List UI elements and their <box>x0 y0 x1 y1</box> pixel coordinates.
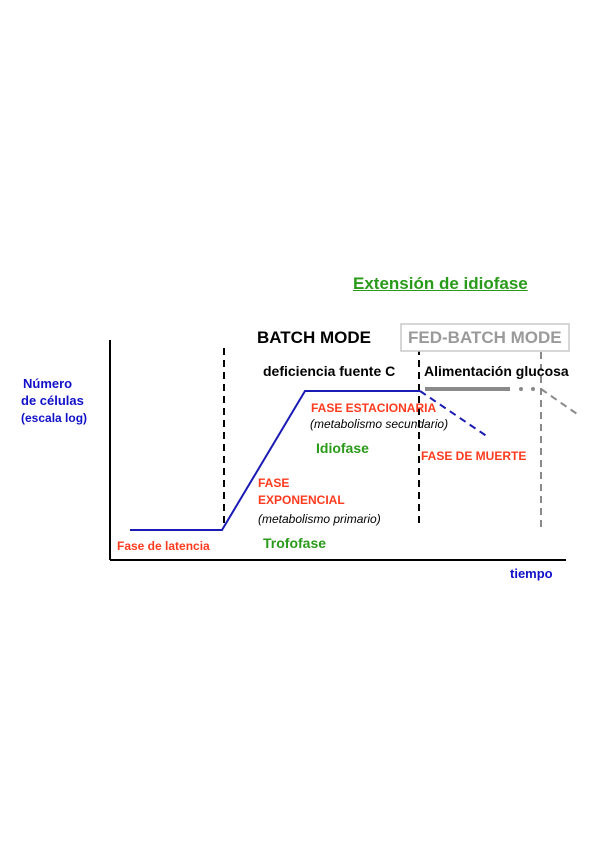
primary-metabolism-label: (metabolismo primario) <box>258 512 381 526</box>
extension-dot <box>519 387 523 391</box>
glucose-feeding-label: Alimentación glucosa <box>424 363 569 379</box>
extension-dot <box>531 387 535 391</box>
fed-batch-mode-label: FED-BATCH MODE <box>408 328 562 347</box>
trophophase-label: Trofofase <box>263 535 327 551</box>
batch-mode-label: BATCH MODE <box>257 328 371 347</box>
y-axis-label-line2: de células <box>21 393 84 408</box>
growth-curve <box>130 390 420 531</box>
carbon-deficiency-label: deficiencia fuente C <box>263 363 396 379</box>
death-phase-label: FASE DE MUERTE <box>421 449 527 463</box>
x-axis-label: tiempo <box>510 566 553 581</box>
death-curve <box>419 390 489 438</box>
y-axis-label-line3: (escala log) <box>21 411 88 425</box>
fed-batch-box <box>400 323 570 352</box>
fed-batch-decline <box>540 388 581 417</box>
exponential-phase-label-line1: FASE <box>258 476 290 490</box>
secondary-metabolism-label: (metabolismo secundario) <box>310 417 449 431</box>
exponential-phase-label-line2: EXPONENCIAL <box>258 493 345 507</box>
lag-phase-label: Fase de latencia <box>117 539 210 553</box>
idiophase-label: Idiofase <box>316 440 369 456</box>
stationary-phase-label: FASE ESTACIONARIA <box>311 401 437 415</box>
y-axis-label-line1: Número <box>23 376 73 391</box>
diagram-title: Extensión de idiofase <box>353 274 528 293</box>
